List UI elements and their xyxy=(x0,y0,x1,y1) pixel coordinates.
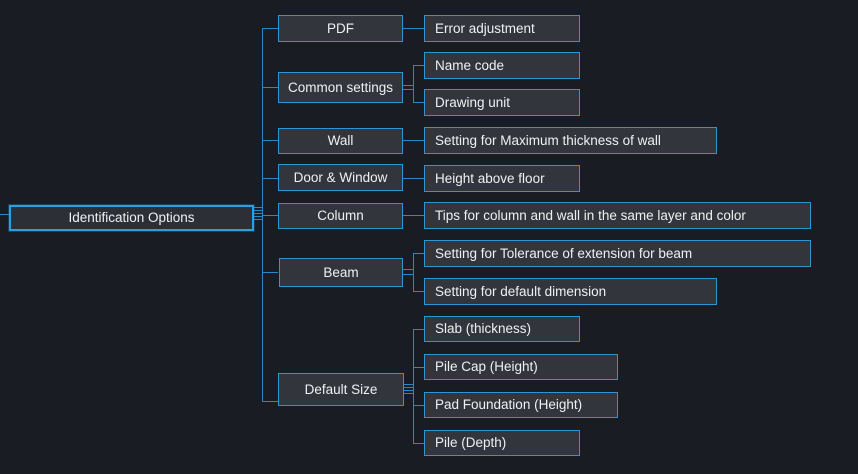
connector-common-trunk xyxy=(413,65,414,103)
connector-default-size-child xyxy=(413,443,424,444)
leaf-height-above-floor[interactable]: Height above floor xyxy=(424,165,580,192)
connector-root-bundle xyxy=(253,216,263,217)
leaf-error-adjustment[interactable]: Error adjustment xyxy=(424,15,580,42)
branch-pdf[interactable]: PDF xyxy=(278,15,403,42)
leaf-pile-depth[interactable]: Pile (Depth) xyxy=(424,430,580,456)
branch-door-window[interactable]: Door & Window xyxy=(278,164,403,191)
connector-to-wall xyxy=(262,140,278,141)
connector-default-size-child xyxy=(413,367,424,368)
connector-pdf-child xyxy=(403,28,424,29)
connector-to-common-settings xyxy=(262,87,278,88)
connector-to-default-size xyxy=(262,401,278,402)
connector-to-column xyxy=(262,215,278,216)
connector-beam-child xyxy=(413,291,424,292)
connector-root-bundle xyxy=(253,219,263,220)
connector-beam-trunk xyxy=(413,253,414,292)
connector-beam-bundle xyxy=(403,269,413,270)
branch-wall[interactable]: Wall xyxy=(278,128,403,154)
connector-beam-child xyxy=(413,253,424,254)
leaf-column-wall-tips[interactable]: Tips for column and wall in the same lay… xyxy=(424,202,811,229)
leaf-max-wall-thickness[interactable]: Setting for Maximum thickness of wall xyxy=(424,127,717,154)
leaf-name-code[interactable]: Name code xyxy=(424,52,580,79)
connector-to-beam xyxy=(262,272,278,273)
connector-default-size-bundle xyxy=(404,384,413,385)
root-node-identification-options[interactable]: Identification Options xyxy=(9,205,254,231)
connector-default-size-trunk xyxy=(413,329,414,444)
connector-door-window-child xyxy=(403,178,424,179)
connector-root-bundle xyxy=(253,207,263,208)
connector-common-bundle xyxy=(403,85,413,86)
connector-common-bundle xyxy=(403,89,413,90)
connector-default-size-child xyxy=(413,329,424,330)
connector-root-bundle xyxy=(253,210,263,211)
leaf-slab-thickness[interactable]: Slab (thickness) xyxy=(424,316,580,342)
leaf-default-dimension[interactable]: Setting for default dimension xyxy=(424,278,717,305)
leaf-pile-cap-height[interactable]: Pile Cap (Height) xyxy=(424,354,618,380)
branch-common-settings[interactable]: Common settings xyxy=(278,72,403,103)
connector-default-size-child xyxy=(413,405,424,406)
leaf-drawing-unit[interactable]: Drawing unit xyxy=(424,89,580,116)
connector-default-size-bundle xyxy=(404,387,413,388)
leaf-beam-tolerance[interactable]: Setting for Tolerance of extension for b… xyxy=(424,240,811,267)
connector-default-size-bundle xyxy=(404,393,413,394)
connector-root-bundle xyxy=(253,213,263,214)
branch-column[interactable]: Column xyxy=(278,203,403,229)
connector-root-left xyxy=(0,214,9,215)
connector-wall-child xyxy=(403,140,424,141)
connector-default-size-bundle xyxy=(404,390,413,391)
connector-column-child xyxy=(403,215,424,216)
connector-common-child xyxy=(413,65,424,66)
connector-common-child xyxy=(413,102,424,103)
connector-to-pdf xyxy=(262,28,278,29)
branch-beam[interactable]: Beam xyxy=(279,258,403,287)
connector-to-door-window xyxy=(262,178,278,179)
branch-default-size[interactable]: Default Size xyxy=(278,373,404,406)
connector-beam-bundle xyxy=(403,274,413,275)
leaf-pad-foundation-height[interactable]: Pad Foundation (Height) xyxy=(424,392,618,418)
